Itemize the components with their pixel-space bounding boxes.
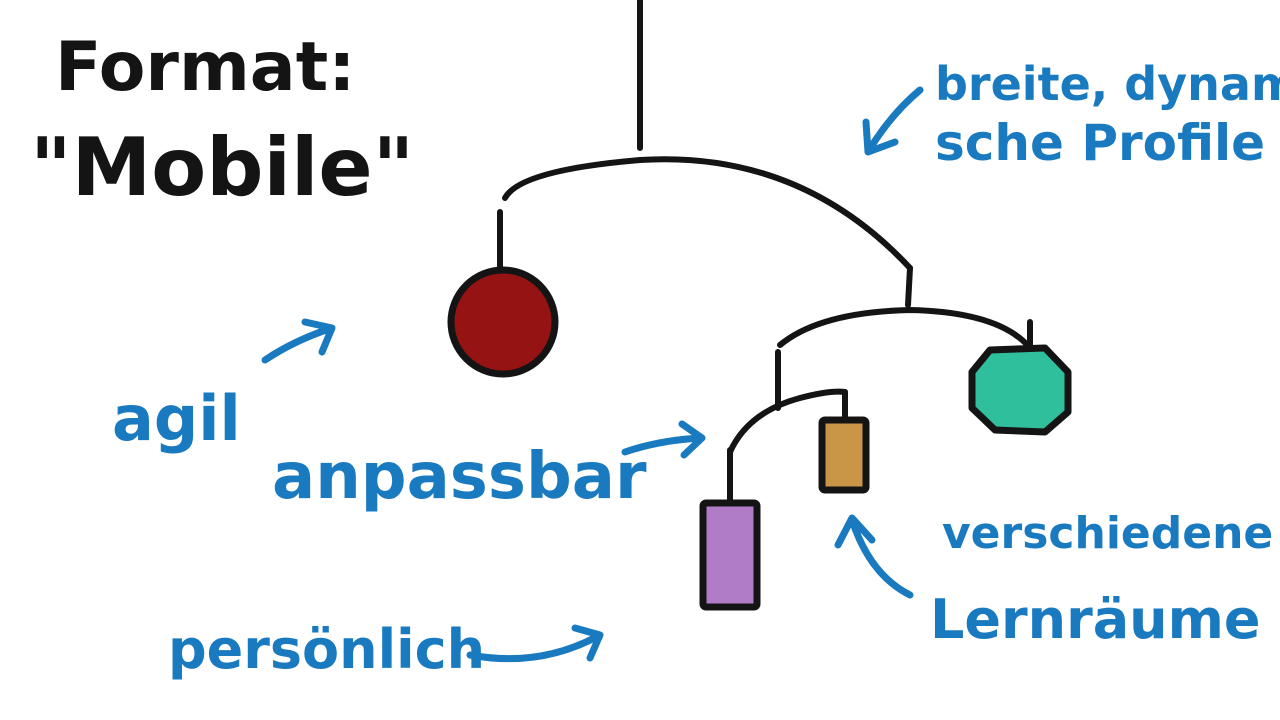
middle-arm [777,307,1033,351]
mobile-structure [497,0,1033,503]
teal-shape [968,344,1072,436]
label-profile-line-1: breite, dynami- [935,57,1280,111]
arrow-lernraeume [834,514,914,599]
purple-block [699,499,761,611]
title-line-2: "Mobile" [30,121,414,214]
mid-string [905,265,913,308]
label-lernraeume-line-1: verschiedene [942,508,1273,559]
arrow-agil [261,318,336,364]
lower-arm [727,388,848,455]
label-lernraeume-line-2: Lernräume [930,588,1261,651]
arrow-persoenlich [466,624,604,663]
label-persoenlich: persönlich [168,618,485,681]
label-agil: agil [112,382,241,455]
top-arm [502,156,913,271]
label-profile-line-2: sche Profile [935,114,1265,172]
red-ball [447,266,559,378]
arrow-profile [862,86,924,156]
label-anpassbar: anpassbar [272,440,647,514]
ochre-block [818,416,870,494]
title-line-1: Format: [55,28,355,107]
arrow-anpassbar [621,420,706,459]
